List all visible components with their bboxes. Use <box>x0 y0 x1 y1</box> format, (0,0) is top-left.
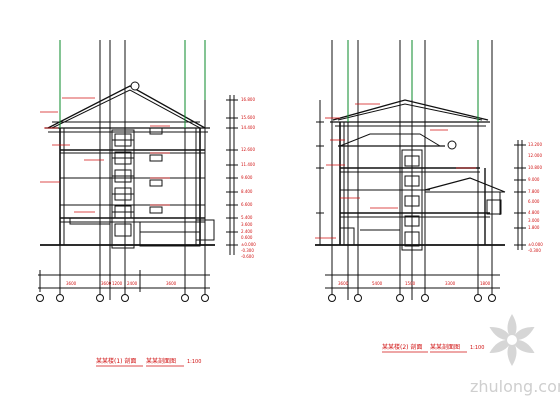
right-section <box>315 40 526 300</box>
elev-label: 1.800 <box>528 225 540 230</box>
dim-label: 3600 <box>166 281 177 286</box>
dim-label: 1200 <box>112 281 123 286</box>
watermark: zhulong.com <box>470 314 560 396</box>
elev-label: 14.400 <box>241 125 255 130</box>
elev-label: ±0.000 <box>241 242 256 247</box>
left-annotation-strokes <box>40 97 170 213</box>
elev-label: 2.400 <box>241 229 253 234</box>
left-dimension-labels: 3600 3600 1200 2400 3600 <box>66 281 177 286</box>
left-drawing-title: 某某楼(1) 剖面 <box>96 357 136 365</box>
right-drawing-subtitle: 某某剖面图 <box>430 343 460 351</box>
elev-label: 3.600 <box>241 222 253 227</box>
dim-label: 3600 <box>101 281 112 286</box>
dim-label: 2400 <box>127 281 138 286</box>
elev-label: 4.800 <box>528 210 540 215</box>
left-elevation-labels: 16.800 15.600 14.400 12.600 11.400 9.600… <box>241 97 256 259</box>
elev-label: 12.600 <box>241 147 255 152</box>
elev-label: 8.400 <box>241 189 253 194</box>
elev-label: -0.300 <box>241 248 254 253</box>
elev-label: 12.000 <box>528 153 542 158</box>
elev-label: ±0.000 <box>528 242 543 247</box>
elev-label: 13.200 <box>528 142 542 147</box>
elev-label: -0.300 <box>528 248 541 253</box>
elev-label: 11.400 <box>241 162 255 167</box>
elev-label: 7.800 <box>528 189 540 194</box>
right-annotation-strokes <box>315 103 476 239</box>
elev-label: 6.600 <box>241 202 253 207</box>
right-green-accents <box>347 40 479 122</box>
right-dimension-labels: 3600 5400 1500 3300 1800 <box>338 281 491 286</box>
elev-label: 0.600 <box>241 235 253 240</box>
elev-label: 9.600 <box>241 175 253 180</box>
right-drawing-title: 某某楼(2) 剖面 <box>382 343 422 351</box>
dim-label: 5400 <box>372 281 383 286</box>
elev-label: 6.000 <box>528 199 540 204</box>
left-green-accents <box>59 40 206 128</box>
elev-label: 3.000 <box>528 218 540 223</box>
dim-label: 3600 <box>66 281 77 286</box>
left-title-block: 某某楼(1) 剖面 某某剖面图 1:100 <box>96 357 201 367</box>
left-section <box>38 40 238 300</box>
right-title-block: 某某楼(2) 剖面 某某剖面图 1:100 <box>382 343 484 353</box>
right-drawing-scale: 1:100 <box>470 345 484 351</box>
elev-label: 15.600 <box>241 115 255 120</box>
dim-label: 1800 <box>480 281 491 286</box>
left-drawing-scale: 1:100 <box>187 359 201 365</box>
elev-label: 10.800 <box>528 165 542 170</box>
elev-label: -0.600 <box>241 254 254 259</box>
right-elevation-labels: 13.200 12.000 10.800 9.000 7.800 6.000 4… <box>528 142 543 253</box>
right-axis-bubbles <box>328 140 496 302</box>
dim-label: 1500 <box>405 281 416 286</box>
elev-label: 16.800 <box>241 97 255 102</box>
watermark-logo-icon <box>489 314 535 366</box>
elev-label: 5.400 <box>241 215 253 220</box>
left-drawing-subtitle: 某某剖面图 <box>146 357 176 365</box>
dim-label: 3600 <box>338 281 349 286</box>
watermark-text: zhulong.com <box>470 377 560 396</box>
dim-label: 3300 <box>445 281 456 286</box>
left-axis-bubbles <box>36 81 209 302</box>
elev-label: 9.000 <box>528 177 540 182</box>
